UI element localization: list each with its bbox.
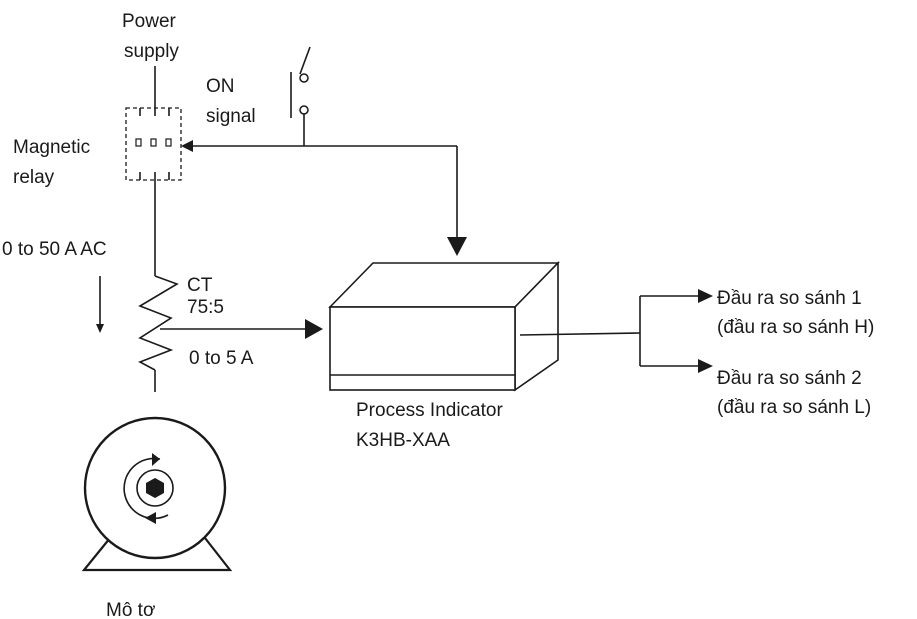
output2-label-line2: (đầu ra so sánh L) xyxy=(717,397,871,418)
magnetic-relay-label-line2: relay xyxy=(13,167,55,188)
power-supply-label-line2: supply xyxy=(124,41,179,62)
ct-output-label: 0 to 5 A xyxy=(189,348,254,369)
output1-label-line1: Đầu ra so sánh 1 xyxy=(717,288,862,309)
process-indicator xyxy=(328,261,560,392)
relay-arrowhead xyxy=(181,140,193,152)
output2-arrowhead xyxy=(698,359,713,373)
ct-label-line2: 75:5 xyxy=(187,297,224,318)
current-transformer xyxy=(138,275,179,371)
on-signal-switch xyxy=(290,46,311,146)
indicator-label-line2: K3HB-XAA xyxy=(356,430,450,451)
indicator-label-line1: Process Indicator xyxy=(356,400,503,421)
output2-label-line1: Đầu ra so sánh 2 xyxy=(717,368,862,389)
magnetic-relay xyxy=(125,107,182,181)
motor-label: Mô tơ xyxy=(106,600,155,619)
on-signal-label-line2: signal xyxy=(206,106,256,127)
ct-output-arrowhead xyxy=(305,319,323,339)
current-direction-arrow xyxy=(96,276,104,333)
motor xyxy=(81,416,233,572)
power-supply-label-line1: Power xyxy=(122,11,177,32)
output1-label-line2: (đầu ra so sánh H) xyxy=(717,317,874,338)
magnetic-relay-label-line1: Magnetic xyxy=(13,137,90,158)
ct-label-line1: CT xyxy=(187,275,213,296)
indicator-output-wire xyxy=(519,332,641,336)
on-signal-label-line1: ON xyxy=(206,76,235,97)
current-range-label: 0 to 50 A AC xyxy=(2,239,107,260)
indicator-arrowhead xyxy=(447,237,467,256)
output1-arrowhead xyxy=(698,289,713,303)
